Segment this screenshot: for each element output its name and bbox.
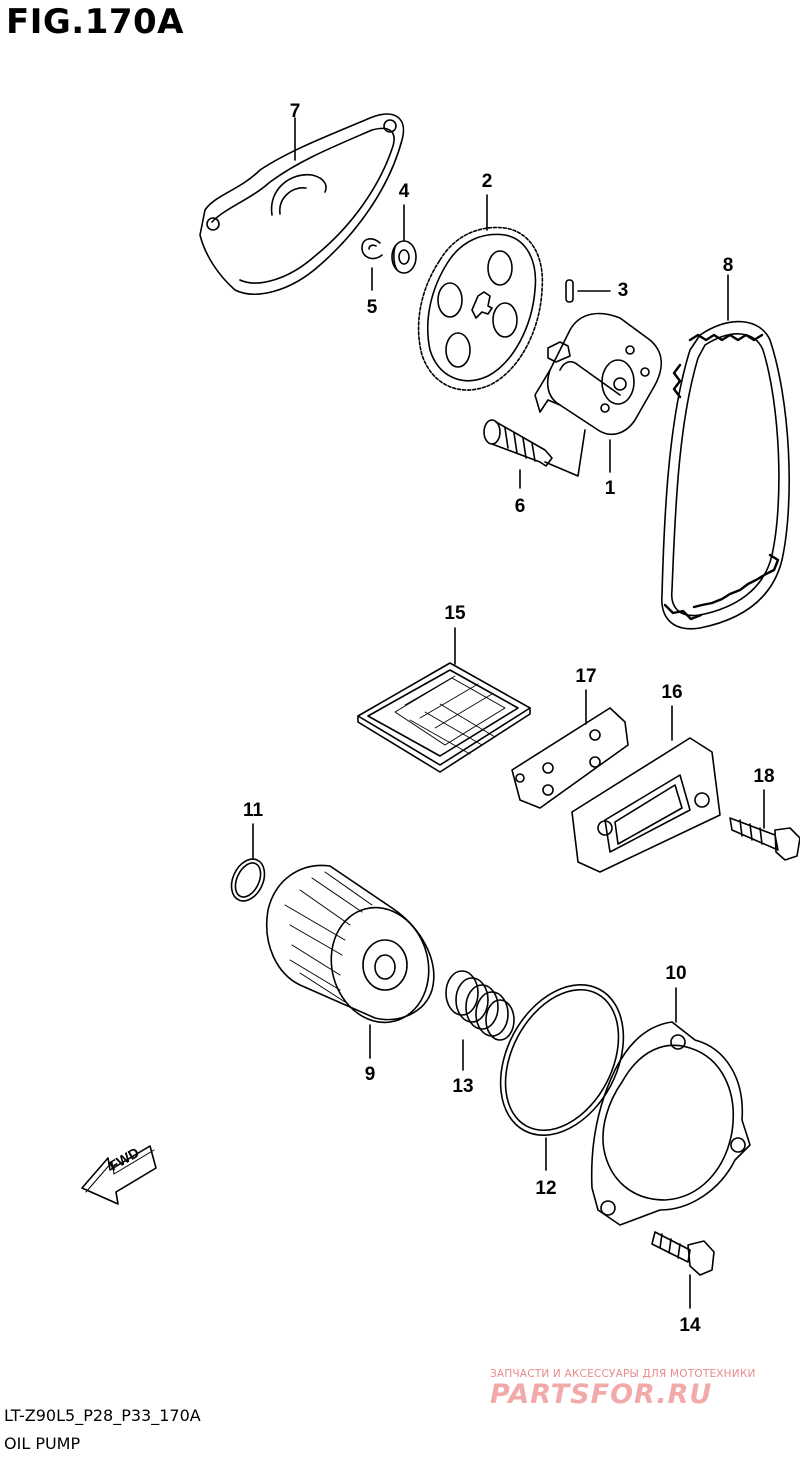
callout-17: 17	[575, 666, 597, 687]
callout-8: 8	[722, 255, 734, 276]
part-17-gasket	[511, 707, 629, 809]
part-4-washer	[391, 240, 417, 274]
callout-12: 12	[535, 1178, 557, 1199]
callout-18: 18	[753, 766, 775, 787]
callout-15: 15	[444, 603, 466, 624]
callout-3: 3	[617, 280, 629, 301]
callout-4: 4	[398, 181, 410, 202]
callout-10: 10	[665, 963, 687, 984]
leader-1-bracket	[544, 429, 586, 477]
figure-title: FIG.170A	[6, 2, 184, 42]
figure-name: OIL PUMP	[4, 1434, 81, 1453]
fwd-arrow-icon	[81, 1145, 157, 1205]
callout-5: 5	[366, 297, 378, 318]
part-2-gear	[417, 226, 544, 391]
part-16-plate	[571, 737, 721, 873]
part-13-spring	[445, 970, 515, 1041]
part-9-oil-filter	[266, 864, 435, 1024]
callout-7: 7	[289, 101, 301, 122]
part-5-circlip	[361, 238, 383, 260]
part-3-pin	[565, 279, 574, 303]
callout-13: 13	[452, 1076, 474, 1097]
callout-11: 11	[242, 800, 264, 821]
watermark-logo: PARTSFOR.RU	[490, 1379, 713, 1410]
callout-2: 2	[481, 171, 493, 192]
callout-16: 16	[661, 682, 683, 703]
part-1-oil-pump	[534, 312, 662, 436]
callout-1: 1	[604, 478, 616, 499]
part-18-bolt	[729, 817, 800, 861]
part-6-screw	[483, 419, 553, 467]
part-14-bolt	[651, 1231, 715, 1276]
callout-6: 6	[514, 496, 526, 517]
part-15-screen	[357, 662, 531, 773]
callout-9: 9	[364, 1064, 376, 1085]
part-7-cover-plate	[199, 113, 405, 295]
part-10-filter-cap	[590, 1021, 751, 1226]
figure-code: LT-Z90L5_P28_P33_170A	[4, 1406, 201, 1425]
callout-14: 14	[679, 1315, 701, 1336]
part-8-chain	[661, 320, 790, 630]
part-11-o-ring	[230, 858, 266, 902]
part-12-o-ring	[499, 983, 625, 1137]
watermark-tagline: ЗАПЧАСТИ И АКСЕССУАРЫ ДЛЯ МОТОТЕХНИКИ	[490, 1368, 756, 1380]
